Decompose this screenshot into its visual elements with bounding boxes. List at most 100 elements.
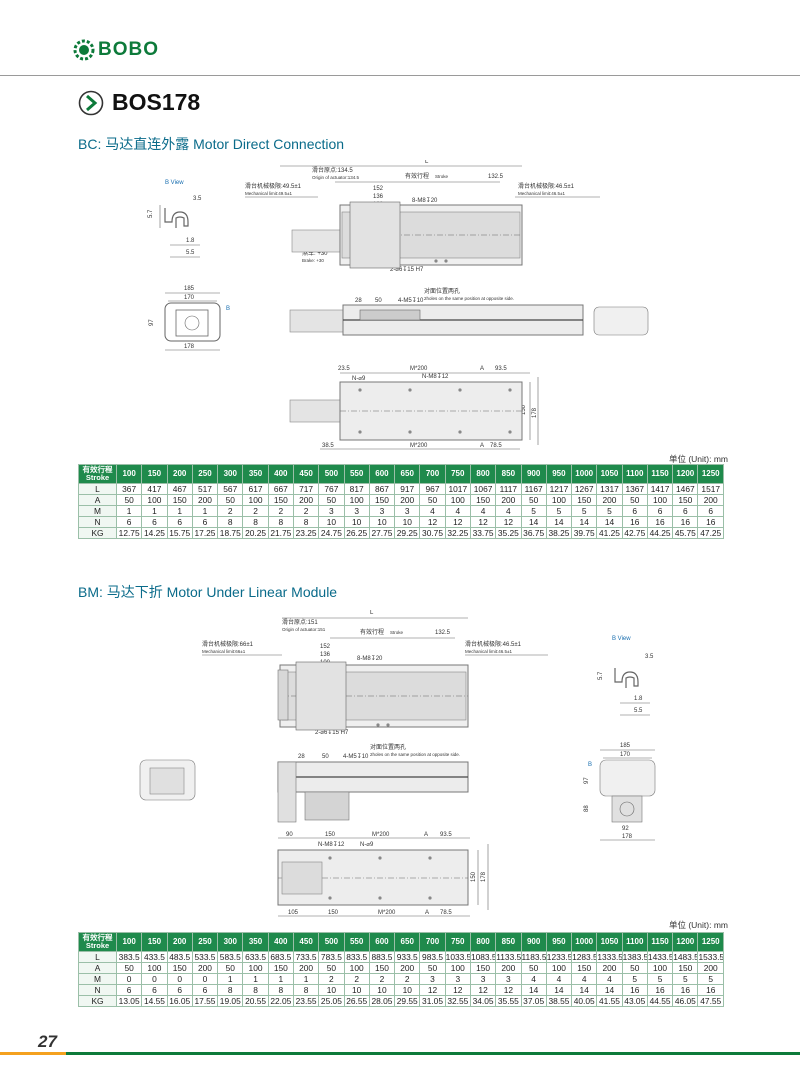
- table-cell: 29.25: [394, 527, 421, 539]
- table-cell: 10: [394, 516, 421, 528]
- bc-dim: 97: [149, 319, 155, 326]
- table-cell: 17.25: [191, 527, 219, 539]
- table-cell: 1133.5: [495, 951, 522, 963]
- row-label-cell: A: [78, 962, 117, 974]
- table-cell: 717: [292, 483, 320, 495]
- row-label-cell: N: [78, 984, 117, 996]
- table-cell: 100: [545, 962, 573, 974]
- bm-dim: 50: [322, 754, 329, 760]
- table-cell: 100: [242, 962, 269, 974]
- table-cell: 1433.5: [646, 951, 674, 963]
- bm-nm8-label: N-M8↧12: [318, 841, 345, 848]
- table-cell: 50: [217, 962, 244, 974]
- table-cell: 44.25: [646, 527, 674, 539]
- table-cell: 19.05: [217, 995, 244, 1007]
- bm-dim: 150: [328, 910, 339, 916]
- stroke-value-cell: 150: [141, 464, 168, 484]
- bc-dim: 38.5: [322, 443, 334, 449]
- table-cell: 0: [141, 973, 168, 985]
- stroke-value-cell: 750: [444, 932, 471, 952]
- bc-brake-en: Brake: +30: [302, 258, 324, 263]
- table-cell: 50: [115, 494, 143, 506]
- table-cell: 200: [697, 962, 724, 974]
- bm-dim: 3.5: [645, 654, 654, 660]
- table-cell: 6: [166, 516, 193, 528]
- table-cell: 8: [267, 984, 294, 996]
- stroke-value-cell: 450: [292, 932, 320, 952]
- table-cell: 14: [571, 516, 598, 528]
- table-cell: 200: [292, 962, 320, 974]
- table-cell: 367: [115, 483, 143, 495]
- bm-dim: 28: [298, 754, 305, 760]
- table-cell: 37.05: [520, 995, 547, 1007]
- row-label-cell: N: [78, 516, 117, 528]
- bm-dim: 90: [286, 832, 293, 838]
- table-cell: 5: [596, 505, 623, 517]
- table-cell: 3: [318, 505, 345, 517]
- table-cell: 6: [166, 984, 193, 996]
- table-cell: 50: [520, 494, 547, 506]
- bc-mech-right-cn: 滑台机械极限:46.5±1: [518, 182, 575, 190]
- table-cell: 15.75: [166, 527, 193, 539]
- table-cell: 20.55: [242, 995, 269, 1007]
- stroke-value-cell: 1100: [621, 932, 648, 952]
- row-label-cell: KG: [78, 527, 117, 539]
- table-cell: 32.55: [444, 995, 471, 1007]
- table-cell: 5: [697, 973, 724, 985]
- table-cell: 50: [318, 962, 345, 974]
- table-cell: 150: [166, 494, 193, 506]
- page-title: BOS178: [112, 89, 201, 115]
- table-cell: 35.55: [495, 995, 522, 1007]
- table-cell: 25.05: [318, 995, 345, 1007]
- table-cell: 0: [166, 973, 193, 985]
- table-cell: 17.55: [191, 995, 219, 1007]
- bc-unit-label: 单位 (Unit): mm: [668, 454, 728, 464]
- stroke-value-cell: 500: [318, 932, 345, 952]
- stroke-value-cell: 600: [368, 932, 396, 952]
- table-cell: 100: [141, 962, 168, 974]
- bm-mech-left-en: Mechanical limit:66±1: [202, 649, 246, 654]
- table-cell: 16: [697, 516, 724, 528]
- table-cell: 3: [343, 505, 370, 517]
- table-cell: 16: [646, 516, 674, 528]
- stroke-value-cell: 750: [444, 464, 471, 484]
- table-cell: 14: [596, 984, 623, 996]
- bm-mech-right-cn: 滑台机械极限:46.5±1: [465, 640, 522, 648]
- bc-m8-label: 8-M8↧20: [412, 197, 438, 204]
- bm-drawing: L 滑台原点:151 Origin of actuator:151 有效行程 S…: [139, 610, 656, 917]
- table-cell: 383.5: [115, 951, 143, 963]
- table-cell: 583.5: [217, 951, 244, 963]
- table-cell: 1: [191, 505, 219, 517]
- table-cell: 100: [646, 962, 674, 974]
- table-cell: 2: [242, 505, 269, 517]
- table-cell: 12: [495, 516, 522, 528]
- table-cell: 10: [343, 516, 370, 528]
- bm-origin-cn: 滑台原点:151: [282, 618, 318, 626]
- table-cell: 50: [621, 962, 648, 974]
- table-cell: 6: [621, 505, 648, 517]
- table-cell: 883.5: [368, 951, 396, 963]
- stroke-value-cell: 550: [343, 464, 370, 484]
- table-cell: 5: [520, 505, 547, 517]
- table-cell: 14: [545, 984, 573, 996]
- table-cell: 1483.5: [672, 951, 699, 963]
- table-cell: 1: [242, 973, 269, 985]
- table-cell: 683.5: [267, 951, 294, 963]
- table-cell: 10: [368, 984, 396, 996]
- bm-dim: 185: [620, 743, 631, 749]
- bc-dim: 93.5: [495, 366, 507, 372]
- stroke-value-cell: 1050: [596, 932, 623, 952]
- table-cell: 150: [469, 962, 497, 974]
- table-cell: 3: [469, 973, 497, 985]
- table-cell: 2: [267, 505, 294, 517]
- stroke-value-cell: 100: [115, 932, 143, 952]
- table-cell: 667: [267, 483, 294, 495]
- bc-stroke-en: Stroke: [435, 174, 449, 179]
- bm-dim: L: [370, 610, 374, 616]
